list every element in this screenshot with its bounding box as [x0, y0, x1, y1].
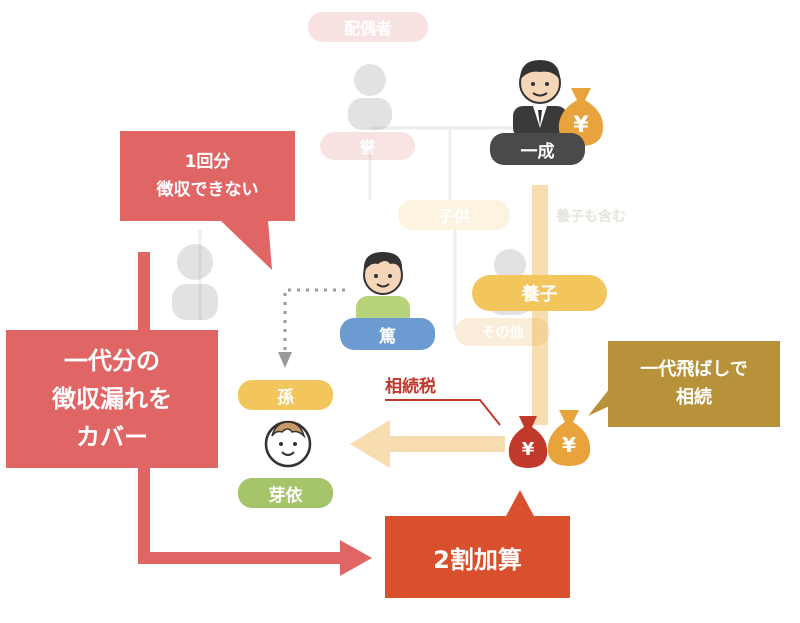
cover-line-2: 徴収漏れを	[52, 385, 172, 413]
svg-text:¥: ¥	[573, 113, 589, 138]
son-avatar-icon	[356, 252, 410, 327]
skip-gen-line-1: 一代飛ばしで	[640, 359, 748, 380]
spouse-avatar-icon	[348, 64, 392, 130]
adopted-label-pill: 養子	[472, 275, 607, 311]
transfer-arrow-head	[350, 420, 390, 468]
grandfather-avatar-icon	[513, 60, 567, 138]
missed-once-callout: 1回分 徴収できない	[120, 131, 295, 221]
missed-once-line-1: 1回分	[184, 152, 231, 172]
tax-leader-line	[385, 399, 501, 426]
cover-line-1: 一代分の	[64, 347, 160, 375]
grandchild-label-pill: 孫	[238, 380, 333, 410]
son-name-pill: 篤	[340, 318, 435, 350]
cover-arrow-horizontal	[138, 552, 348, 564]
faded-tree-lines	[198, 126, 540, 330]
money-bag-icon: ¥	[558, 88, 604, 146]
spouse-name-pill: 誉	[320, 132, 415, 160]
adopted-note: 養子も含む	[556, 209, 626, 225]
faded-woman-avatar-icon	[172, 244, 218, 320]
grandchild-name-pill: 芽依	[238, 478, 333, 508]
surcharge-pointer	[505, 490, 535, 518]
surcharge-box: 2割加算	[385, 516, 570, 598]
transfer-arrow-shaft	[385, 436, 505, 452]
baby-avatar-icon	[264, 420, 312, 468]
inheritance-tax-label: 相続税	[385, 377, 436, 397]
spouse-label-pill: 配偶者	[308, 12, 428, 42]
child-label-pill: 子供	[398, 200, 510, 230]
skip-gen-callout: 一代飛ばしで 相続	[608, 341, 780, 427]
cover-arrow-head	[340, 540, 372, 576]
cover-line-3: カバー	[76, 423, 148, 451]
svg-text:¥: ¥	[562, 433, 576, 457]
missed-once-callout-tail	[220, 220, 272, 270]
money-bag-red-icon: ¥	[508, 416, 548, 468]
money-bag-orange-icon: ¥	[547, 410, 591, 466]
skip-gen-line-2: 相続	[676, 387, 712, 408]
cover-callout: 一代分の 徴収漏れを カバー	[6, 330, 218, 468]
grandfather-name-pill: 一成	[490, 133, 585, 165]
faded-child-name-pill: その他	[455, 318, 550, 346]
surcharge-label: 2割加算	[433, 545, 522, 574]
dotted-arrow-head	[278, 352, 292, 368]
missed-once-line-2: 徴収できない	[156, 180, 259, 200]
dotted-line	[283, 288, 345, 350]
svg-text:¥: ¥	[522, 439, 535, 460]
